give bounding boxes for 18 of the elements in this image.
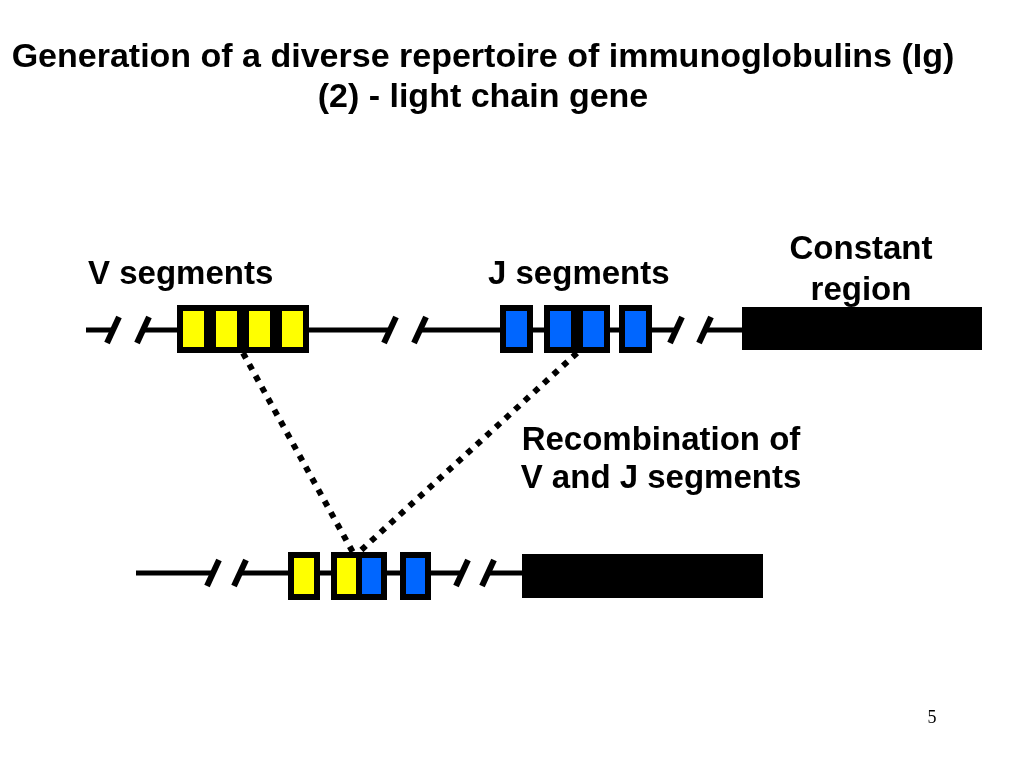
page-number: 5 <box>926 706 938 728</box>
gene-segment <box>577 305 610 353</box>
dotted-line <box>240 351 356 554</box>
gene-segment <box>500 305 533 353</box>
gene-segment <box>544 305 577 353</box>
gene-segment <box>177 305 210 353</box>
gene-segment <box>288 552 320 600</box>
segment-label: V segments <box>88 253 275 293</box>
constant-region-block <box>742 307 982 350</box>
region-label: Constant region <box>788 228 934 309</box>
constant-region-block <box>522 554 763 598</box>
gene-segment <box>400 552 431 600</box>
dotted-line <box>357 350 580 555</box>
annotation-text: Recombination of V and J segments <box>519 420 803 496</box>
slide-title: Generation of a diverse repertoire of immunoglobulins (Ig) (2) - light chain gene <box>10 35 956 115</box>
segment-label: J segments <box>488 253 671 293</box>
gene-segment <box>619 305 652 353</box>
gene-segment <box>276 305 309 353</box>
